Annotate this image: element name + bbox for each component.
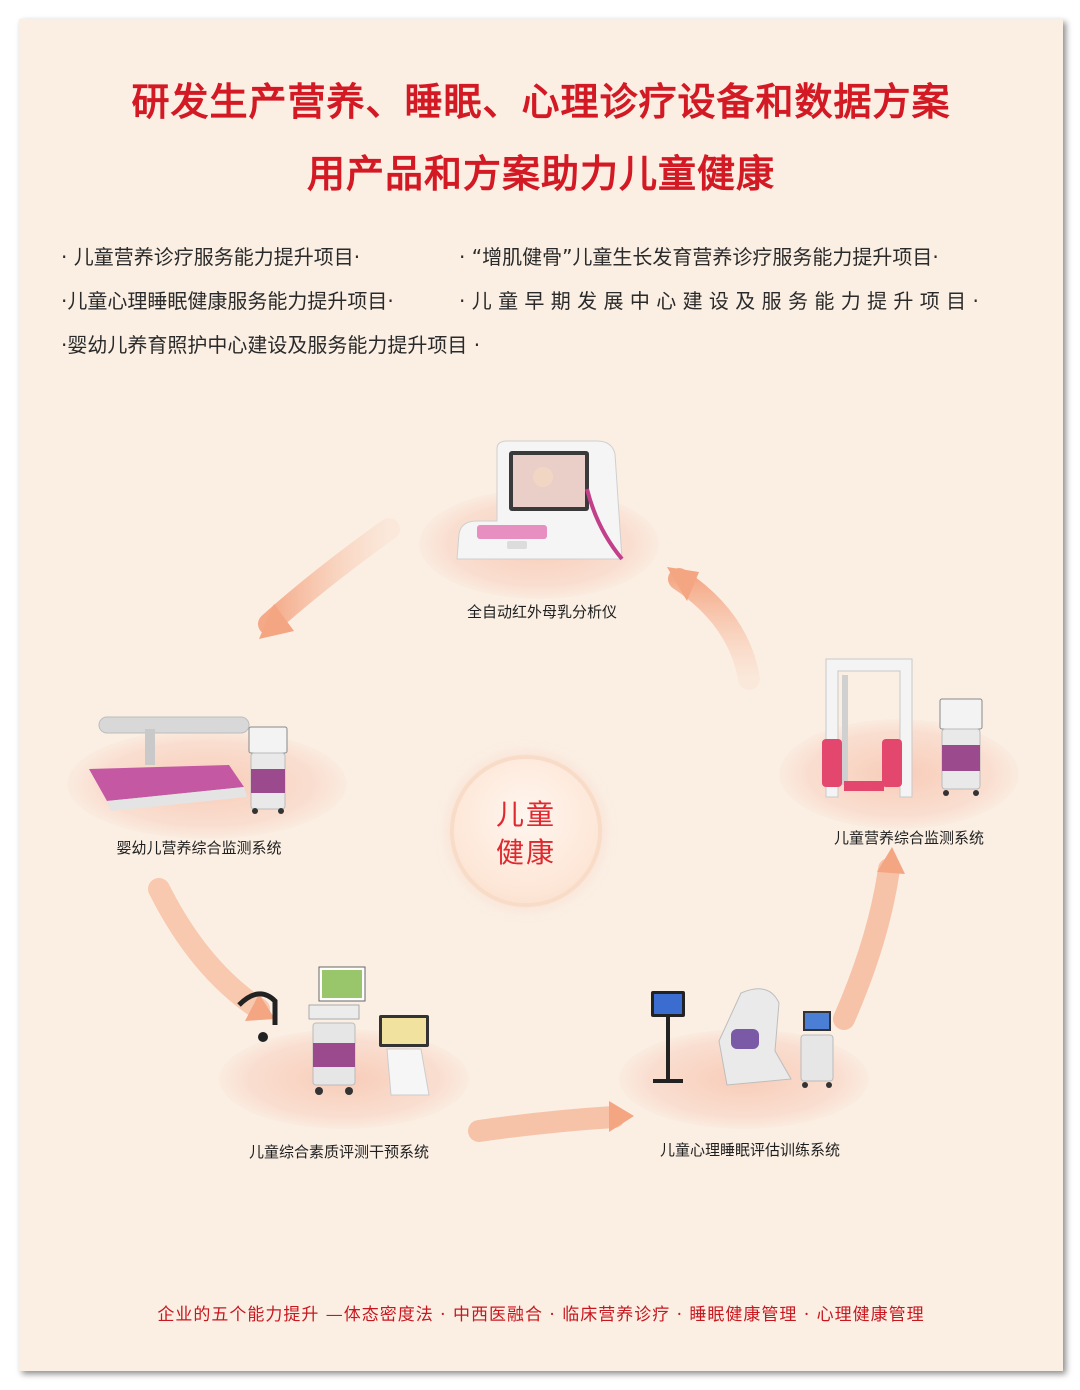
arrow-right-bottom xyxy=(833,858,900,1030)
arrow-top-left xyxy=(258,518,400,635)
cycle-arrows xyxy=(148,518,905,1142)
assessment-cart-icon xyxy=(237,966,430,1096)
project-item: · 儿童营养诊疗服务能力提升项目· xyxy=(61,245,361,269)
arrow-bottom-head xyxy=(609,1101,634,1132)
product-label-infant-monitor: 婴幼儿营养综合监测系统 xyxy=(116,839,282,857)
product-label-quality-system: 儿童综合素质评测干预系统 xyxy=(248,1143,429,1161)
center-line2: 健康 xyxy=(495,836,556,869)
product-label-sleep-system: 儿童心理睡眠评估训练系统 xyxy=(659,1141,840,1159)
project-item: · “增肌健骨”儿童生长发育营养诊疗服务能力提升项目· xyxy=(459,245,939,269)
product-label-child-monitor: 儿童营养综合监测系统 xyxy=(833,829,984,847)
infant-scale-icon xyxy=(89,716,288,814)
product-label-analyzer: 全自动红外母乳分析仪 xyxy=(466,603,617,621)
arrow-right-bottom-head xyxy=(877,847,905,874)
arrow-left-bottom-head xyxy=(245,994,275,1021)
massage-chair-icon xyxy=(651,988,834,1088)
page-title: 研发生产营养、睡眠、心理诊疗设备和数据方案 xyxy=(131,79,951,124)
project-item: · 儿 童 早 期 发 展 中 心 建 设 及 服 务 能 力 提 升 项 目 … xyxy=(459,289,979,313)
center-badge: 儿童 健康 xyxy=(454,759,598,903)
poster: 研发生产营养、睡眠、心理诊疗设备和数据方案 用产品和方案助力儿童健康 · 儿童营… xyxy=(19,19,1063,1371)
page-subtitle: 用产品和方案助力儿童健康 xyxy=(306,151,775,196)
project-item: ·婴幼儿养育照护中心建设及服务能力提升项目 · xyxy=(61,333,481,357)
arrow-top-left-head xyxy=(259,604,294,639)
center-line1: 儿童 xyxy=(495,798,556,831)
footer-tagline: 企业的五个能力提升 —体态密度法 · 中西医融合 · 临床营养诊疗 · 睡眠健康… xyxy=(157,1305,925,1325)
breast-milk-analyzer-icon xyxy=(456,440,624,561)
arrow-right-top-head xyxy=(667,567,699,601)
project-item: ·儿童心理睡眠健康服务能力提升项目· xyxy=(61,289,394,313)
height-station-icon xyxy=(822,658,983,798)
arrow-bottom xyxy=(468,1106,625,1142)
